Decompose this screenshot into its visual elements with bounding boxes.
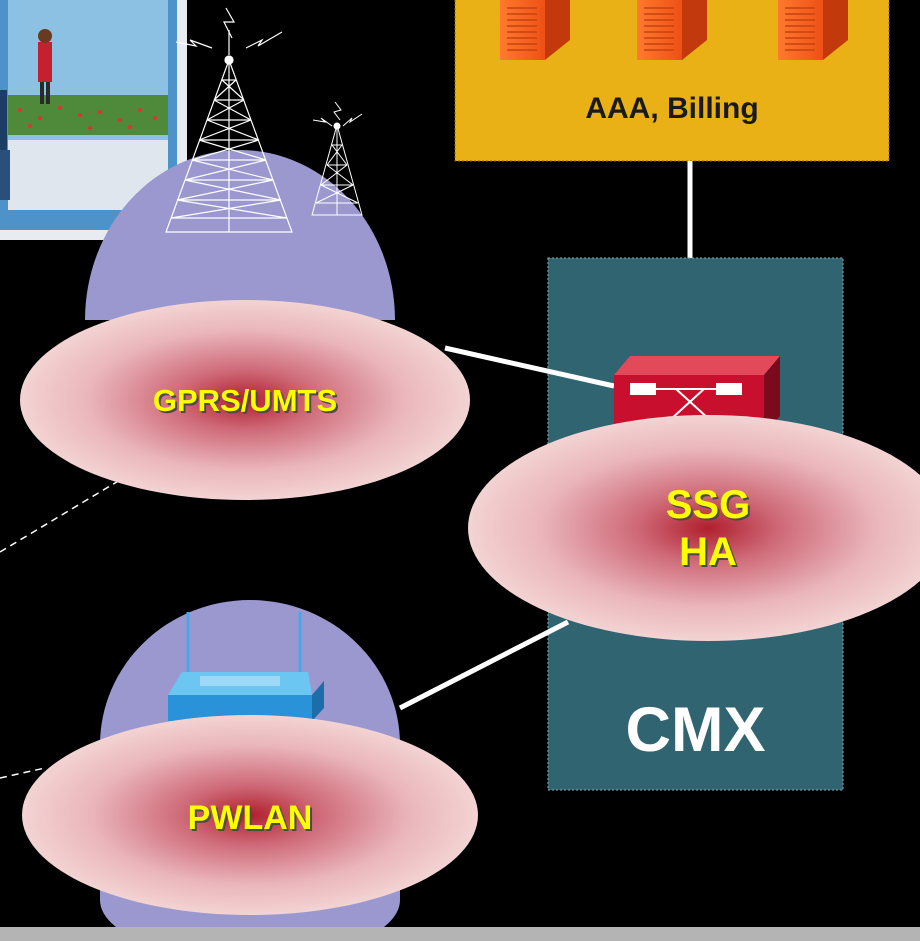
cell-tower-icon (311, 101, 363, 216)
dashed-link-pwlan (0, 767, 46, 779)
gprs-cloud (85, 150, 395, 320)
pwlan-ellipse (22, 715, 478, 915)
ha-label: HA (679, 530, 737, 574)
ssg-label: SSG (665, 483, 751, 527)
gprs-ssg-link (444, 345, 615, 389)
ssg-ha-ellipse (468, 415, 920, 641)
gprs-umts-ellipse (20, 300, 470, 500)
ssg-ha-label: SSG HA (468, 482, 920, 576)
gprs-umts-label: GPRS/UMTS (152, 383, 338, 418)
aaa-billing-label: AAA, Billing (585, 92, 759, 125)
server-icon (778, 0, 848, 60)
bottom-bar (0, 927, 920, 941)
cmx-label: CMX (625, 695, 766, 765)
server-icon (500, 0, 570, 60)
pwlan-ssg-link (398, 619, 570, 711)
cell-tower-icon (165, 7, 293, 233)
server-icon (637, 0, 707, 60)
pwlan-label: PWLAN (187, 799, 313, 837)
